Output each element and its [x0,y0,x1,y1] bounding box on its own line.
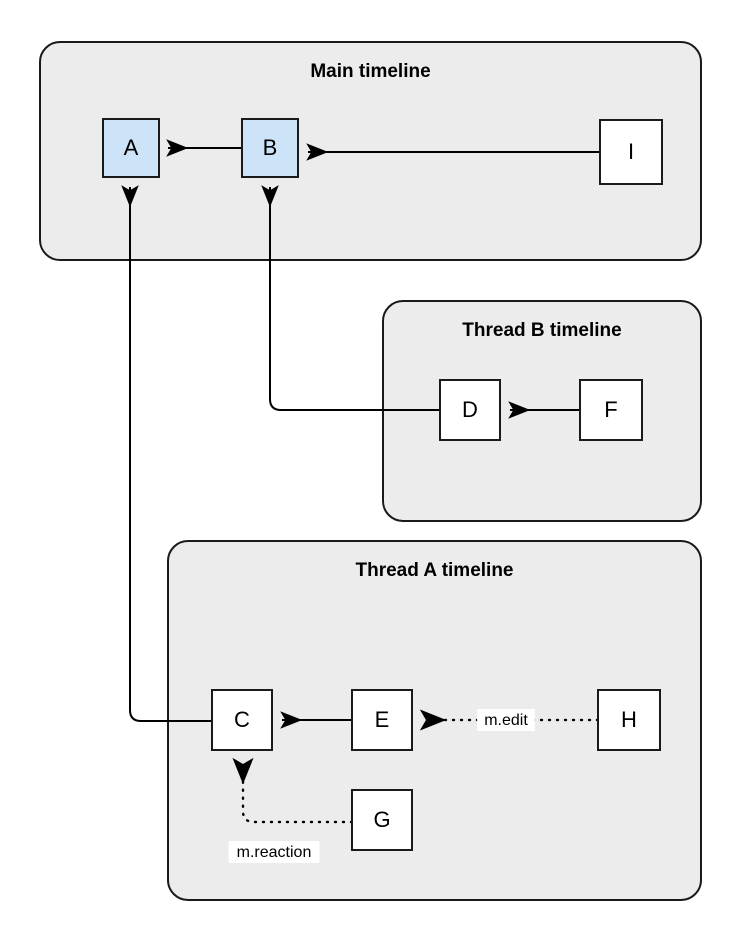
node-label-D: D [462,397,478,422]
node-box-G[interactable] [351,789,413,851]
edge-label-G-to-C: m.reaction [228,841,320,863]
node-label-I: I [628,139,634,164]
node-G[interactable]: G [351,789,413,851]
node-box-I[interactable] [599,119,663,185]
node-D[interactable]: D [439,379,501,441]
node-box-E[interactable] [351,689,413,751]
container-title-thread-b: Thread B timeline [462,320,621,341]
node-label-C: C [234,707,250,732]
node-box-C[interactable] [211,689,273,751]
edge-label-backdrop-H-to-E [477,709,535,731]
node-box-F[interactable] [579,379,643,441]
node-I[interactable]: I [599,119,663,185]
node-box-A[interactable] [102,118,160,178]
node-label-E: E [375,707,390,732]
edge-label-text-H-to-E: m.edit [484,712,528,729]
node-C[interactable]: C [211,689,273,751]
edge-label-backdrop-G-to-C [228,841,320,863]
node-H[interactable]: H [597,689,661,751]
edge-label-H-to-E: m.edit [477,709,535,731]
node-A[interactable]: A [102,118,160,178]
node-label-B: B [263,135,278,160]
node-F[interactable]: F [579,379,643,441]
edge-C-to-A [121,185,212,722]
edge-G-to-C [232,757,354,824]
node-box-B[interactable] [241,118,299,178]
edge-label-text-G-to-C: m.reaction [237,844,312,861]
edge-labels-layer: m.edit m.reaction [228,709,535,863]
node-E[interactable]: E [351,689,413,751]
node-label-F: F [604,397,617,422]
node-B[interactable]: B [241,118,299,178]
nodes-layer: A B I D F C E H G [102,118,663,851]
container-title-thread-a: Thread A timeline [355,560,513,581]
node-label-A: A [124,135,139,160]
node-label-H: H [621,707,637,732]
node-label-G: G [373,807,390,832]
node-box-H[interactable] [597,689,661,751]
edge-D-to-B [261,185,440,411]
node-box-D[interactable] [439,379,501,441]
container-title-main: Main timeline [310,61,430,82]
